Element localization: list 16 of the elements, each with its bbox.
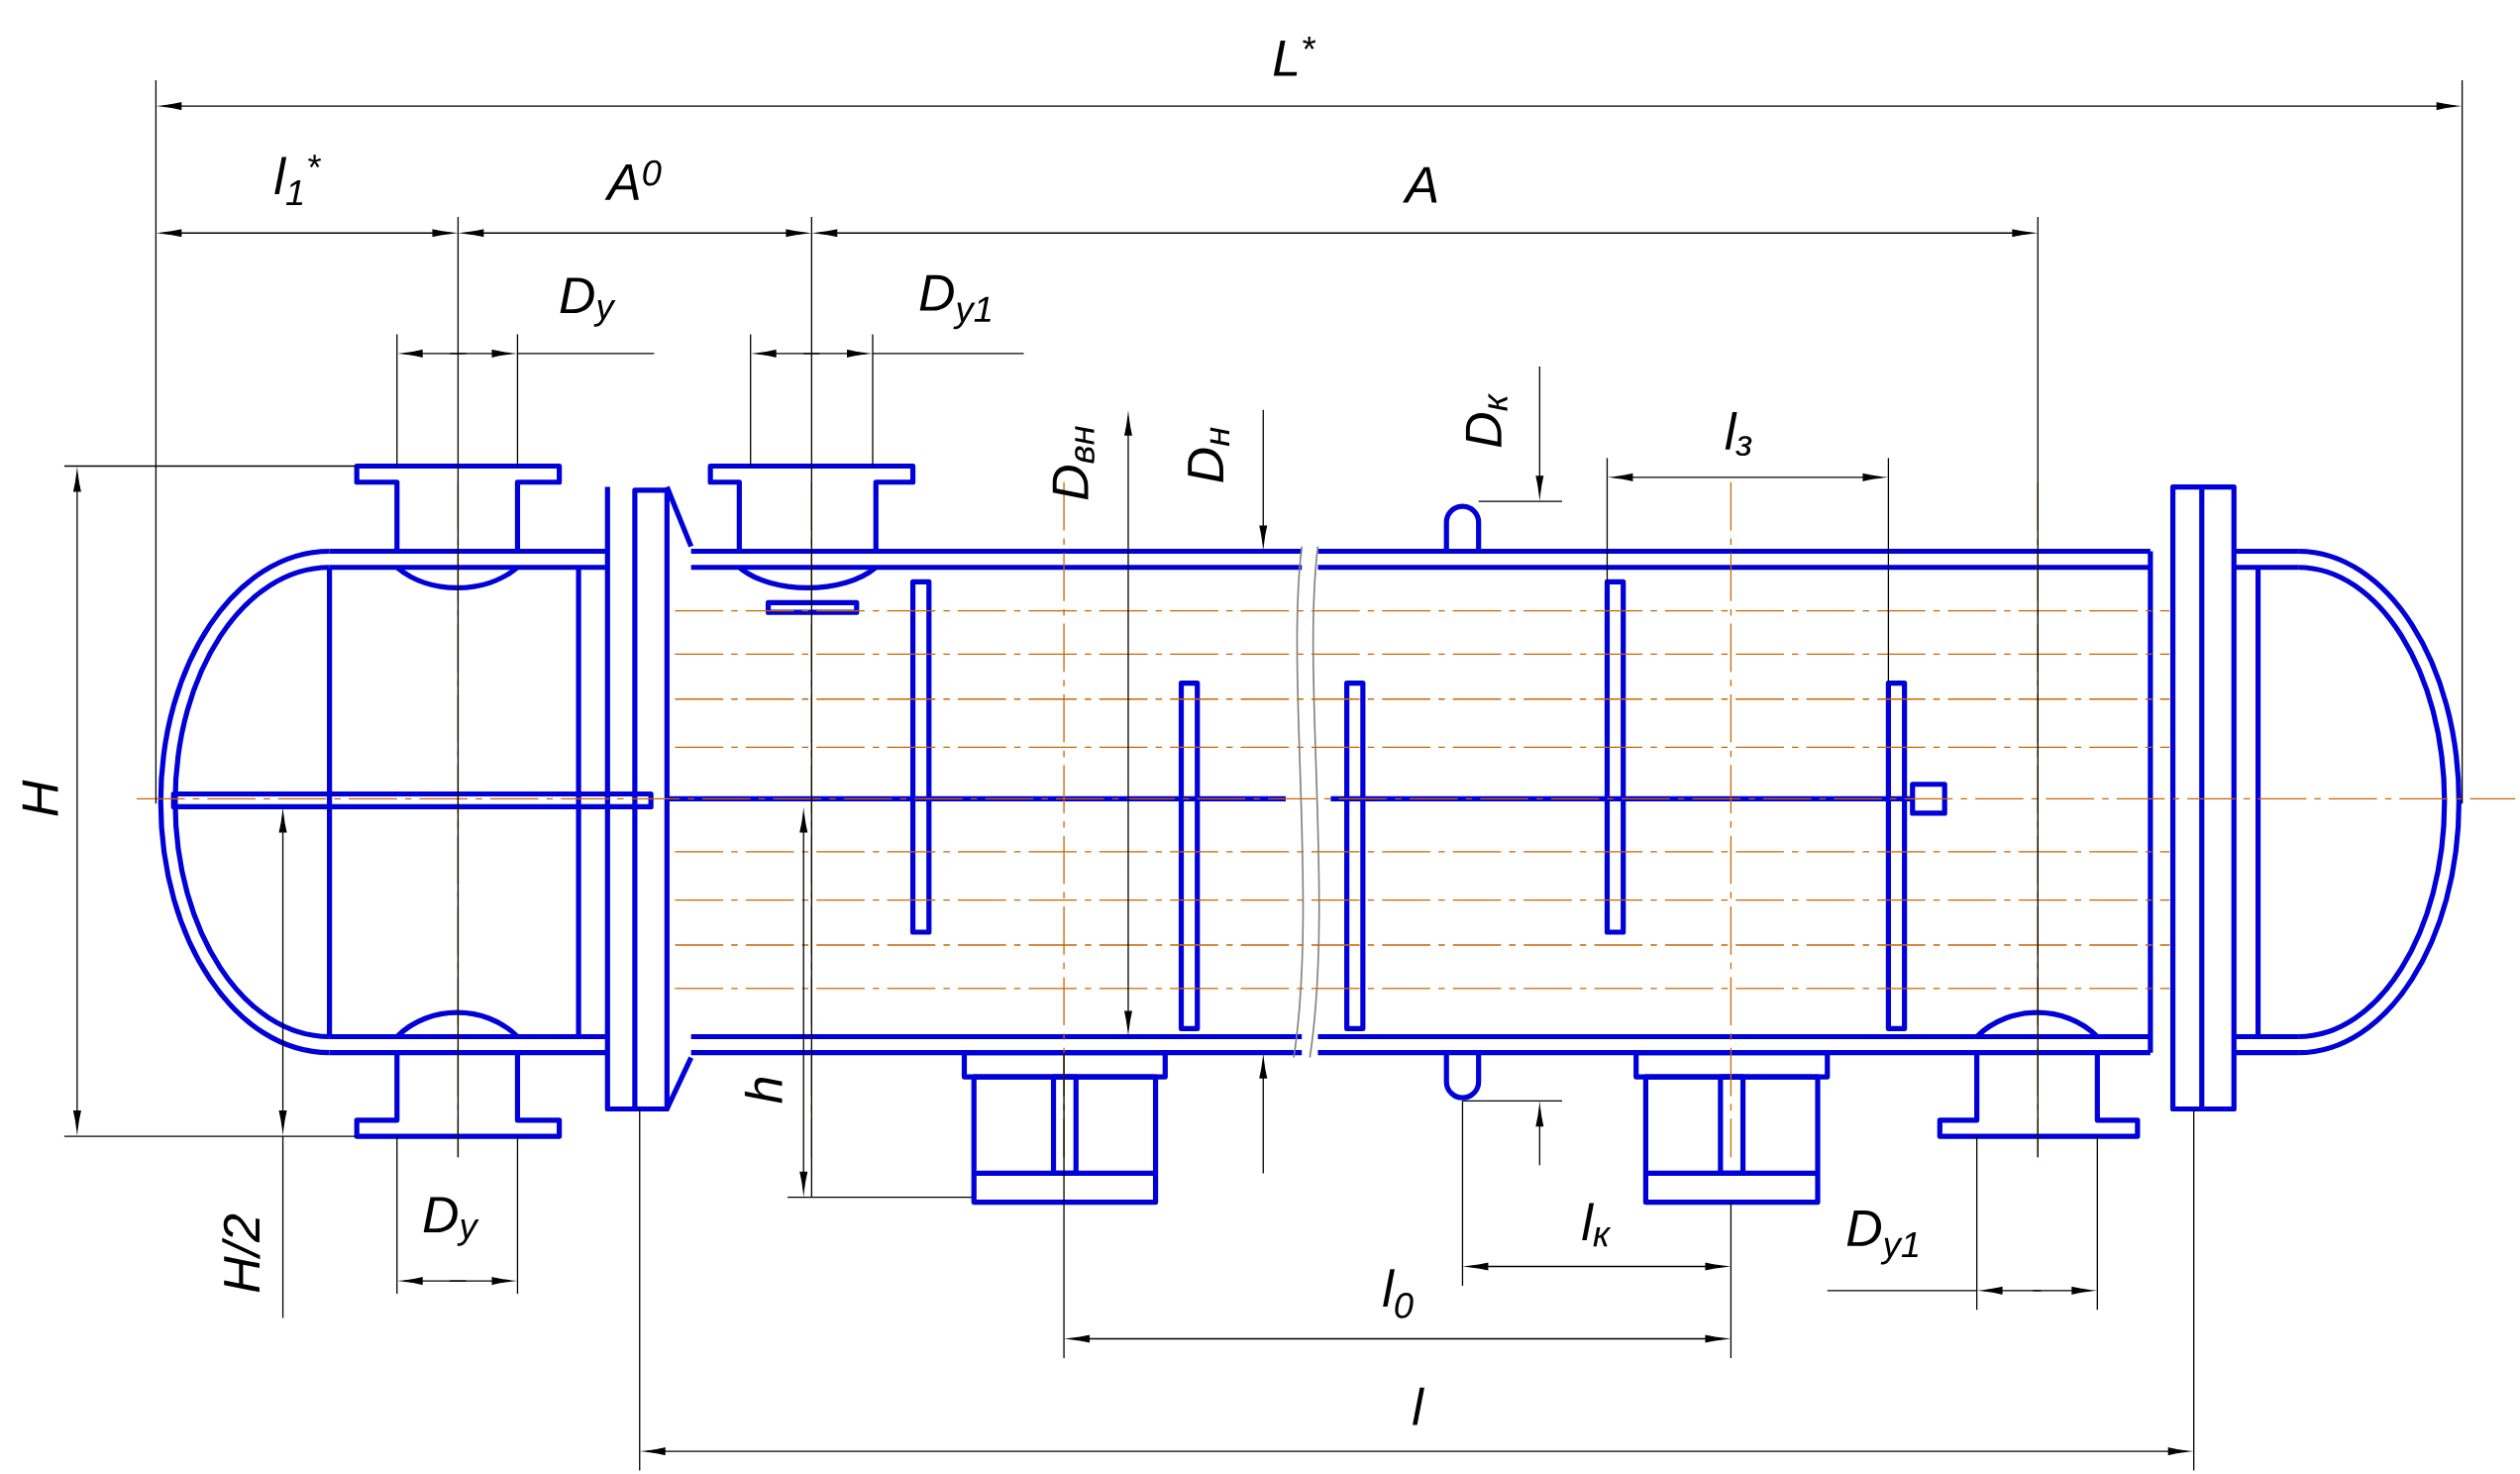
- dimension-label: H/2: [222, 1214, 261, 1293]
- dimension-label: l$_{1}$*: [274, 155, 322, 206]
- dimension-label: L$^{*}$: [1273, 37, 1316, 76]
- dimension-label: D$_{вн}$: [1052, 426, 1095, 500]
- dimension-label: h: [744, 1078, 783, 1104]
- dimension-label: D$_{у}$: [560, 277, 616, 327]
- dimension-label: l: [1413, 1387, 1424, 1425]
- dimension-label: l$_{з}$: [1725, 412, 1752, 457]
- dimension-label: A: [1403, 166, 1437, 203]
- dimension-label: D$_{у1}$: [1846, 1211, 1918, 1265]
- dimension-label: D$_{к}$: [1465, 393, 1508, 448]
- dimension-label: D$_{н}$: [1188, 427, 1229, 482]
- dimension-label: D$_{у}$: [423, 1197, 479, 1246]
- dimension-label: D$_{у1}$: [919, 274, 991, 330]
- dimension-label: A$^{0}$: [604, 159, 662, 200]
- dimension-label: H: [22, 780, 58, 816]
